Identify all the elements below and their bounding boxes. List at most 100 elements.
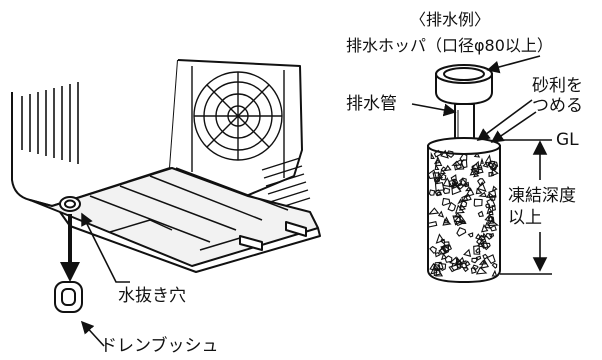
gravel-stone [440,238,446,244]
gravel-stone [484,154,492,164]
gravel-stone [473,198,483,207]
gravel-stone [440,252,448,261]
gravel-stone [467,232,474,238]
gravel-stone [470,167,478,175]
gravel-stone [489,224,497,232]
gravel-stone [440,244,450,253]
depth-label-line2: 以上 [508,208,542,228]
gravel-stone [471,163,480,173]
gravel-stone [472,264,479,271]
gravel-stone [433,149,443,158]
gravel-stone [434,252,441,258]
gravel-stone [463,181,470,188]
gravel-stone [475,255,482,261]
gravel-stone [478,191,487,198]
gravel-stone [428,189,436,196]
gravel-stone [456,227,467,237]
gravel-stone [486,197,496,209]
drain-bushing-illustration [54,281,83,313]
gravel-stone [433,158,442,165]
leader-drain-bushing [80,320,105,347]
gravel-stone [430,151,435,159]
gravel-stone [477,163,483,169]
depth-label-line1: 凍結深度 [508,186,576,206]
gravel-stone [458,214,467,224]
gravel-stone [433,261,444,272]
gravel-label-line2: つめる [532,96,583,116]
gravel-stone [482,162,489,168]
gravel-stone [477,210,484,218]
leader-hopper [486,55,541,74]
hopper-illustration [435,64,493,106]
gravel-stone [455,204,465,214]
gravel-stone [463,248,472,257]
gravel-stone [440,149,449,159]
gravel-stone [435,266,444,277]
gravel-stone [435,155,443,167]
gravel-stone [442,177,453,188]
gravel-stone [460,159,468,169]
gravel-stone [473,152,481,158]
gravel-stone [488,210,494,216]
gravel-stone [451,262,461,271]
gravel-stone [462,266,469,273]
gravel-stone [427,221,438,228]
example-title: 〈排水例〉 [410,10,491,29]
ground-level-label: GL [556,130,579,150]
gravel-stone [446,150,454,158]
leader-gravel [476,99,537,143]
leader-pipe [411,103,457,117]
gravel-stone [449,256,459,266]
gravel-stone [491,185,498,192]
gravel-stone [452,180,461,190]
gravel-stone [455,220,462,227]
gravel-stone [453,164,463,171]
gravel-stone [471,257,478,264]
gravel-stone [488,160,499,171]
gravel-stone [427,207,440,215]
gravel-stone [475,266,488,275]
gravel-stone [459,153,468,162]
fan-guard [191,66,285,178]
drain-hole-label: 水抜き穴 [118,286,186,306]
gravel-stone [435,233,445,244]
gravel-stone [477,178,486,187]
side-grille [261,157,311,211]
hopper-label: 排水ホッパ（口径φ80以上） [346,36,553,55]
gravel-stone [477,181,487,193]
gravel-stone [440,166,447,172]
depth-dimension [500,140,552,275]
gravel-stone [464,187,475,198]
gravel-stone [453,212,463,218]
gravel-stone [475,248,481,254]
gravel-stone [437,210,445,218]
gravel-stone [480,157,484,164]
gravel-stone [458,177,467,187]
gravel-stone [476,238,485,248]
gravel-stone [432,172,441,183]
gravel-stone [473,244,481,255]
drain-bushing-label: ドレンブッシュ [100,336,219,356]
gravel-stone [429,245,437,254]
gravel-stone [462,194,469,202]
gravel-stone [480,223,489,233]
gravel-stone [490,168,499,177]
gravel-stone [439,173,447,181]
gravel-stone [491,269,498,277]
drain-pipe-illustration [454,103,475,143]
gravel-stone [491,262,498,269]
gravel-stone [434,163,440,170]
gravel-stone [441,197,451,207]
gravel-stone [447,201,457,212]
arrow-down-icon [60,214,80,282]
gravel-stone [475,187,483,195]
gravel-stone [464,260,471,267]
leader-drain-hole [81,212,130,283]
gravel-stone [437,262,447,271]
gravel-stone [434,181,445,192]
gravel-stone [480,258,490,269]
gravel-stone [450,174,457,181]
gravel-stone [491,205,497,212]
gravel-stone [488,232,495,238]
